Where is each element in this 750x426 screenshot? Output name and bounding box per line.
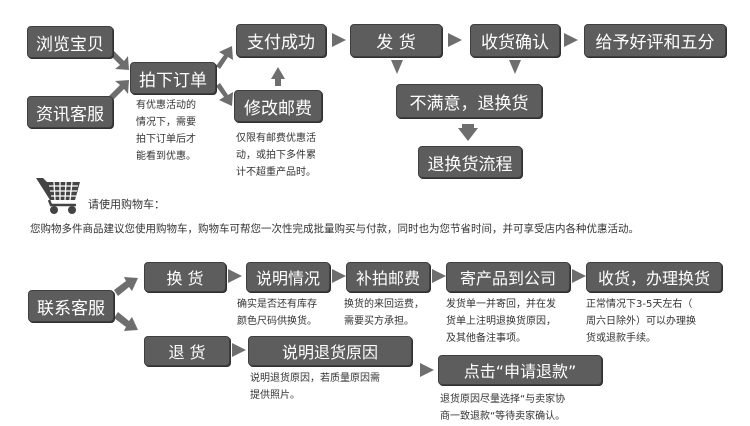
arrow-order-to-modify [216, 83, 233, 106]
arrow-consult-to-order [109, 80, 129, 100]
arrow-return-to-reason [232, 343, 246, 357]
receive-exchange-note: 正常情况下3-5天左右（ 周六日除外）可以办理换 货或退款手续。 [586, 299, 696, 344]
browse-box: 浏览宝贝 [27, 26, 113, 58]
arrow-contact-to-return [114, 312, 138, 331]
arrow-exchange-to-explain [228, 269, 242, 283]
consult-box: 资讯客服 [27, 96, 113, 128]
order-note: 有优惠活动的 情况下，需要 拍下订单后才 能看到优惠。 [136, 100, 196, 162]
explain-situation-note: 确实是否还有库存 颜色尺码供换货。 [237, 299, 317, 327]
confirm-box: 收货确认 [470, 24, 560, 57]
arrow-browse-to-order [109, 50, 129, 70]
reship-postage-note: 换货的来回运费， 需要买方承担。 [344, 299, 424, 327]
arrow-unsatisfied-to-process [458, 124, 478, 141]
receive-exchange-box: 收货，办理换货 [586, 262, 722, 292]
postage-note: 仅限有邮费优惠活 动，或拍下多件累 计不超重产品时。 [236, 133, 316, 178]
review-box: 给予好评和五分 [584, 24, 726, 57]
arrow-explain-to-postage [332, 269, 346, 283]
contact-service-box: 联系客服 [28, 290, 114, 322]
arrow-ship-to-unsatisfied [391, 60, 403, 74]
arrow-postage-to-send [432, 269, 446, 283]
exchange-box: 换 货 [144, 262, 226, 292]
arrow-ship-to-confirm [448, 33, 462, 47]
unsatisfied-box: 不满意，退换货 [396, 84, 542, 118]
explain-reason-box: 说明退货原因 [248, 336, 412, 366]
explain-reason-note: 说明退货原因，若质量原因需 提供照片。 [250, 373, 380, 401]
arrow-confirm-to-unsatisfied [509, 60, 521, 74]
arrow-order-to-pay [216, 46, 233, 69]
arrow-confirm-to-review [564, 33, 578, 47]
arrow-send-to-receive [572, 269, 586, 283]
return-process-box: 退换货流程 [418, 146, 522, 178]
return-box: 退 货 [144, 336, 230, 366]
apply-refund-note: 退货原因尽量选择“与卖家协 商一致退款“等待卖家确认。 [440, 394, 566, 422]
shopping-cart-icon [36, 178, 80, 214]
apply-refund-box: 点击“申请退款” [438, 355, 602, 385]
cart-note: 您购物多件商品建议您使用购物车，购物车可帮您一次性完成批量购买与付款，同时也为您… [30, 223, 639, 235]
arrow-pay-to-ship [332, 33, 346, 47]
arrow-contact-to-exchange [114, 277, 138, 296]
modify-postage-box: 修改邮费 [234, 90, 322, 122]
ship-box: 发 货 [350, 24, 442, 57]
cart-label: 请使用购物车： [88, 198, 165, 211]
reship-postage-box: 补拍邮费 [346, 262, 430, 292]
arrow-modify-to-pay [271, 67, 285, 86]
explain-situation-box: 说明情况 [246, 262, 330, 292]
arrow-reason-to-refund [420, 363, 434, 377]
pay-box: 支付成功 [236, 24, 326, 57]
send-to-company-box: 寄产品到公司 [446, 262, 570, 292]
send-to-company-note: 发货单一并寄回，并在发 货单上注明退换货原因， 及其他备注事项。 [446, 299, 556, 344]
order-box: 拍下订单 [130, 62, 216, 94]
